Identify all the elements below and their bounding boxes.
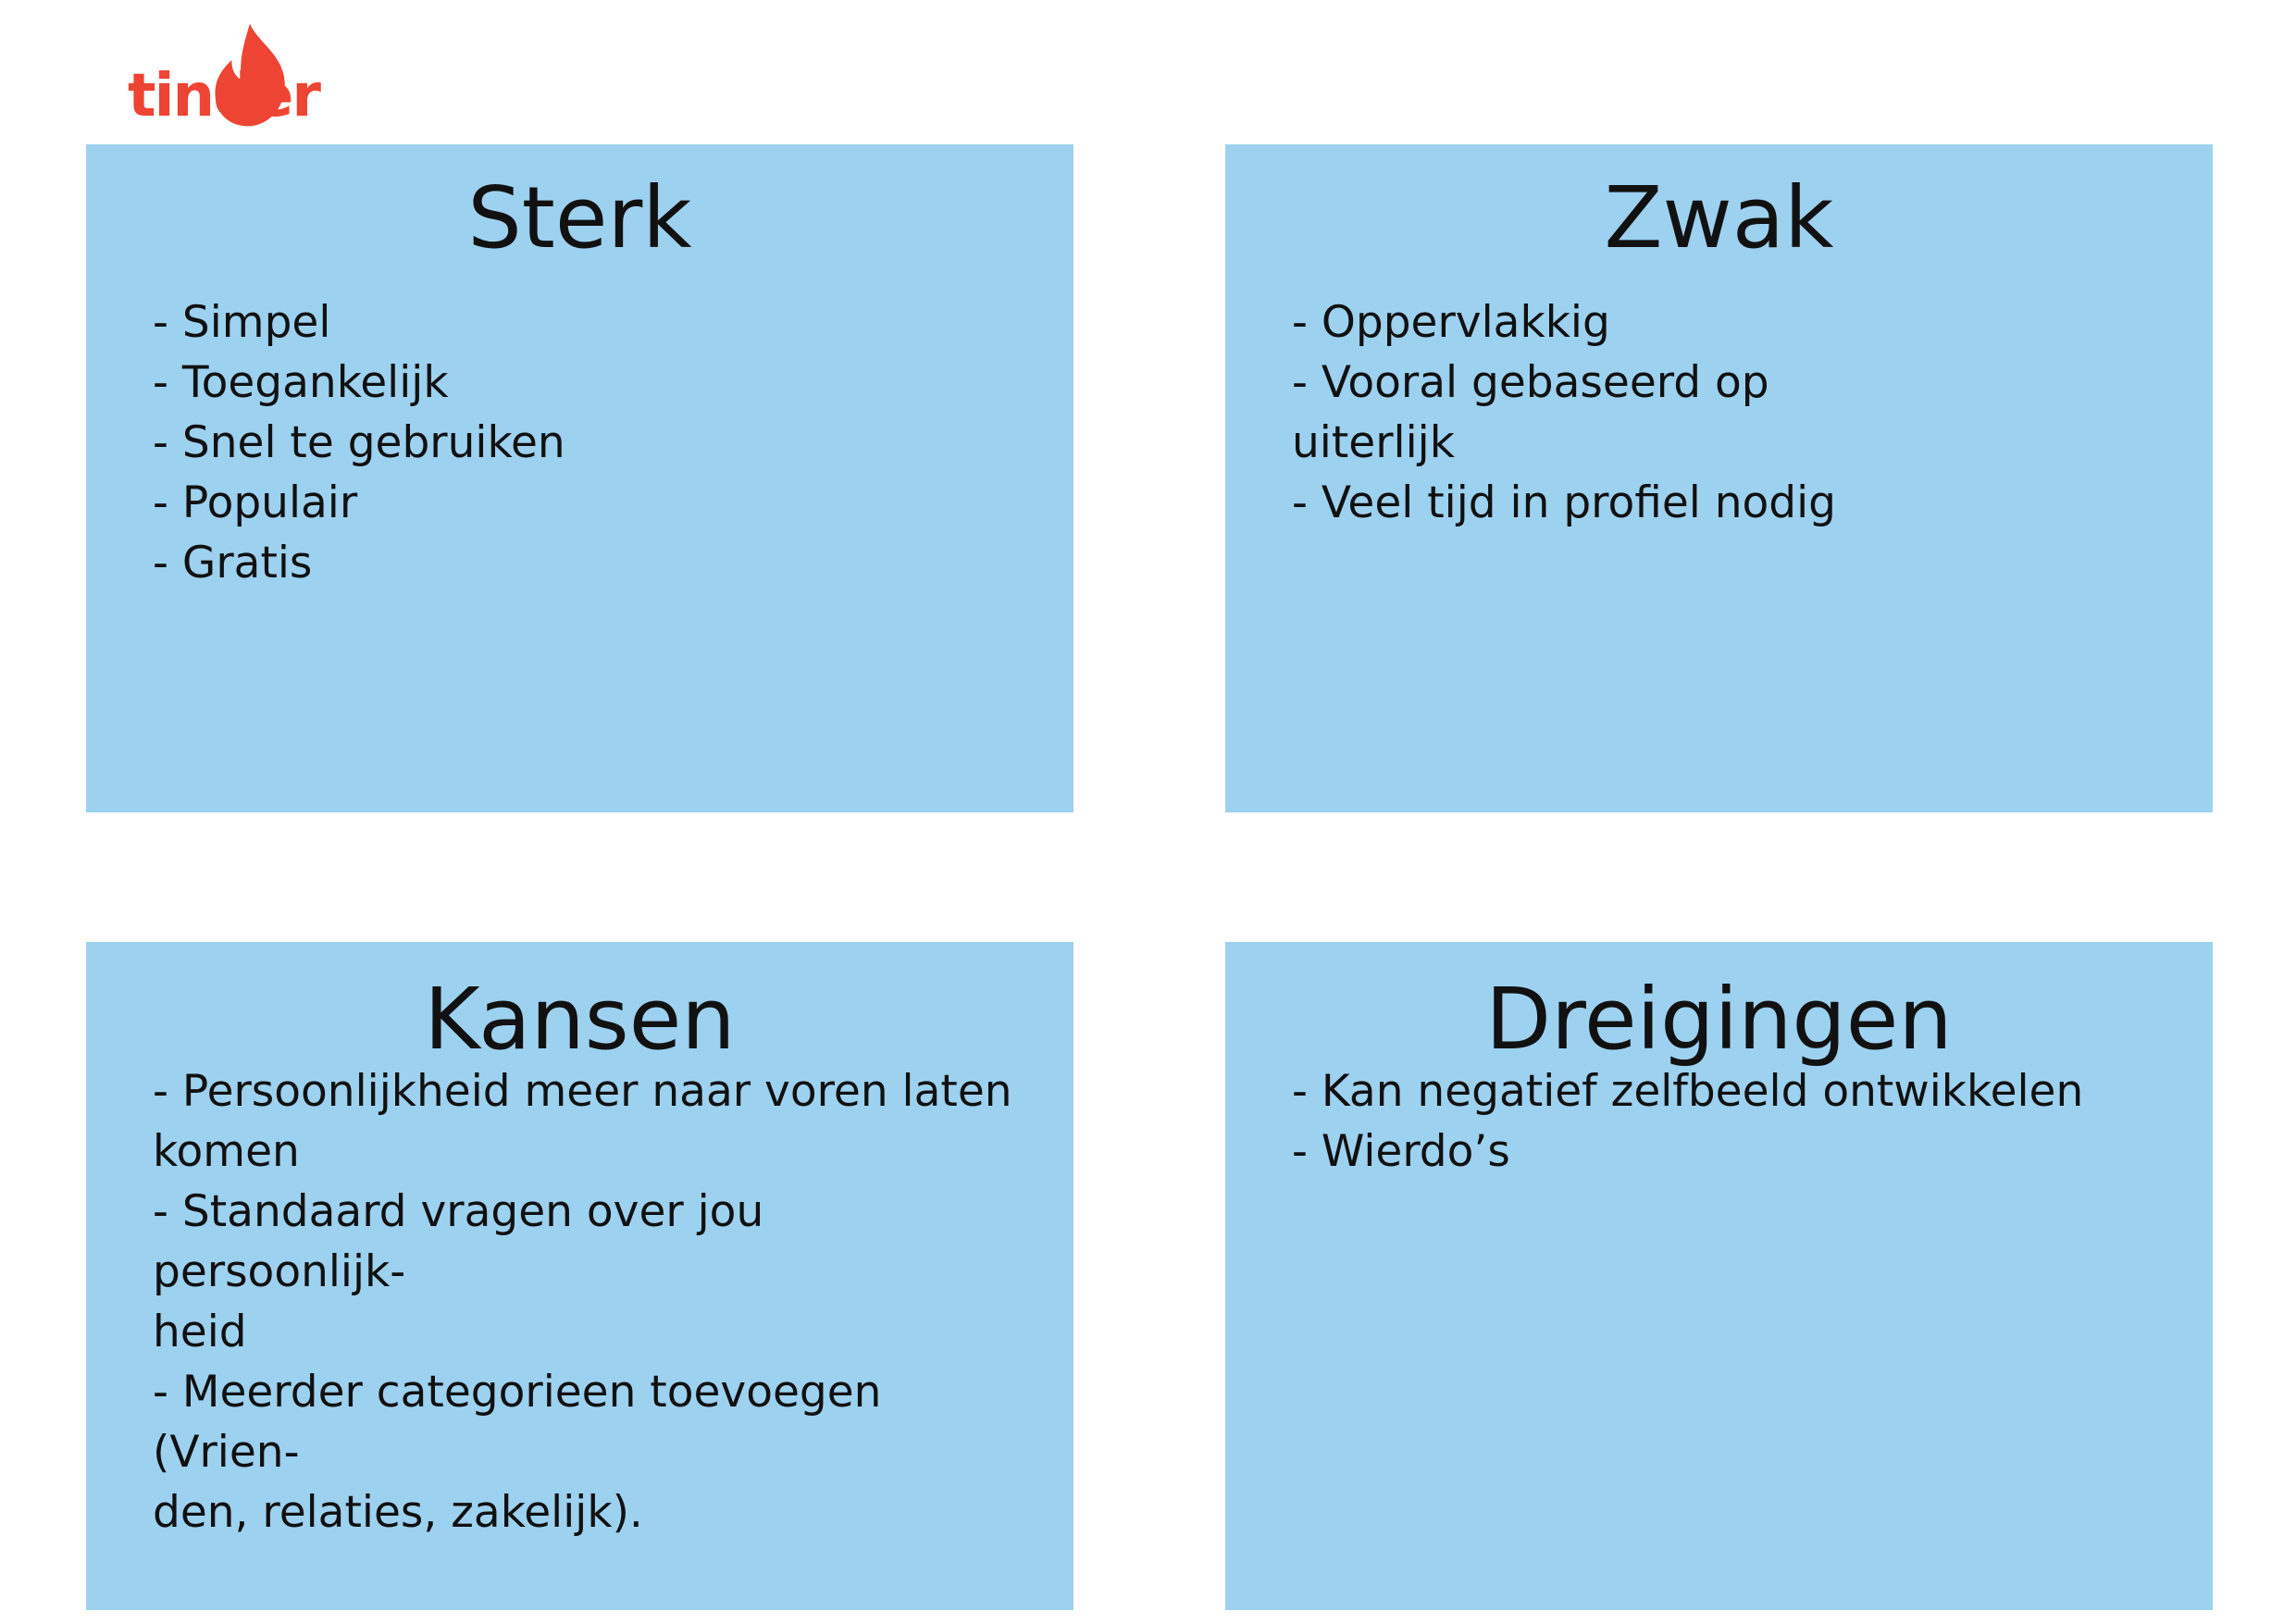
weaknesses-list: - Oppervlakkig - Vooral gebaseerd op uit…	[1292, 292, 2157, 533]
opportunities-title: Kansen	[424, 970, 736, 1069]
flame-icon	[215, 23, 285, 127]
strengths-box: Sterk - Simpel - Toegankelijk - Snel te …	[86, 144, 1074, 812]
list-item: - Populair	[153, 477, 358, 528]
list-item: - Oppervlakkig	[1292, 297, 1610, 348]
list-item: - Gratis	[153, 538, 313, 588]
list-item: - Vooral gebaseerd op uiterlijk	[1292, 357, 1769, 468]
list-item: - Toegankelijk	[153, 357, 449, 408]
tinder-logo: tinder	[128, 20, 321, 130]
list-item: - Wierdo’s	[1292, 1126, 1510, 1177]
list-item: - Persoonlijkheid meer naar voren laten …	[153, 1066, 1012, 1177]
threats-list: - Kan negatief zelfbeeld ontwikkelen - W…	[1292, 1061, 2157, 1182]
list-item: - Snel te gebruiken	[153, 417, 565, 468]
threats-box: Dreigingen - Kan negatief zelfbeeld ontw…	[1225, 942, 2213, 1610]
opportunities-box: Kansen - Persoonlijkheid meer naar voren…	[86, 942, 1074, 1610]
list-item: - Simpel	[153, 297, 331, 348]
list-item: - Veel tijd in profiel nodig	[1292, 477, 1837, 528]
weaknesses-title: Zwak	[1604, 168, 1834, 267]
strengths-list: - Simpel - Toegankelijk - Snel te gebrui…	[153, 292, 1018, 593]
weaknesses-box: Zwak - Oppervlakkig - Vooral gebaseerd o…	[1225, 144, 2213, 812]
opportunities-list: - Persoonlijkheid meer naar voren laten …	[153, 1061, 1018, 1542]
logo-wordmark: tinder	[128, 62, 321, 130]
strengths-title: Sterk	[467, 168, 692, 267]
list-item: - Kan negatief zelfbeeld ontwikkelen	[1292, 1066, 2084, 1117]
threats-title: Dreigingen	[1485, 970, 1953, 1069]
list-item: - Standaard vragen over jou persoonlijk-…	[153, 1186, 764, 1357]
list-item: - Meerder categorieen toevoegen (Vrien- …	[153, 1367, 882, 1538]
